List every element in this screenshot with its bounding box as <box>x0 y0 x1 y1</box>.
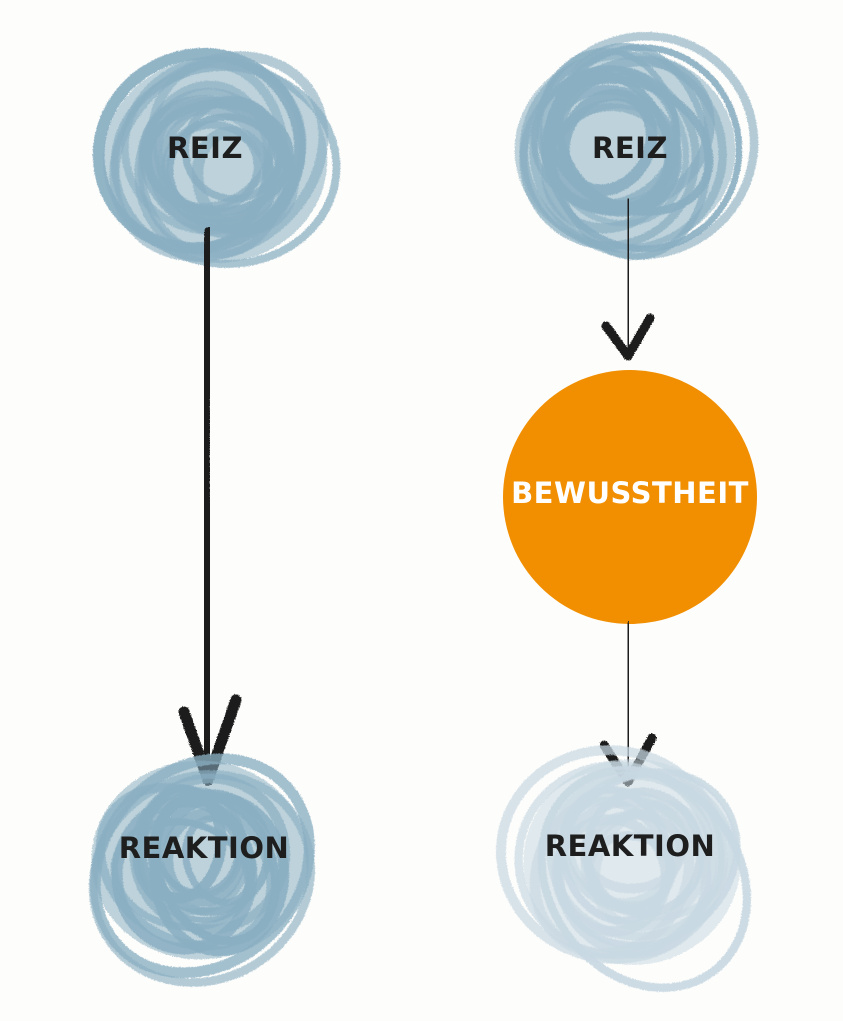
scribble-loop <box>546 84 682 217</box>
right-stimulus-scribble <box>514 31 759 261</box>
left-stimulus-node: REIZ <box>92 47 341 268</box>
scribble-loop <box>557 88 658 197</box>
left-stimulus-label: REIZ <box>167 131 243 165</box>
right-upper-arrow <box>601 198 655 361</box>
scribble-loop <box>519 66 700 250</box>
awareness-node: BEWUSSTHEIT <box>503 370 757 624</box>
scribble-loop <box>537 765 752 992</box>
scribble-loop <box>165 113 282 223</box>
left-arrow-shaft <box>199 227 214 783</box>
awareness-circle <box>503 370 757 624</box>
left-reaction-node: REAKTION <box>88 753 316 987</box>
scribble-loop <box>143 99 295 217</box>
scribble-loop <box>536 47 680 215</box>
scribble-loop <box>553 768 741 949</box>
right-reaction-scribble <box>496 745 752 992</box>
scribble-loop <box>161 808 247 907</box>
awareness-label: BEWUSSTHEIT <box>511 476 749 510</box>
scribble-loop <box>121 55 307 235</box>
right-reaction-label: REAKTION <box>545 829 716 863</box>
right-stimulus-node: REIZ <box>514 31 759 261</box>
scribble-loop <box>579 810 686 894</box>
left-reaction-scribble <box>88 753 316 987</box>
scribble-loop <box>546 771 725 941</box>
scribble-loop <box>136 798 251 916</box>
right-upper-arrow-shaft <box>623 198 634 357</box>
scribble-loop <box>110 63 341 268</box>
right-stimulus-label: REIZ <box>592 131 668 165</box>
right-reaction-node: REAKTION <box>496 745 752 992</box>
left-stimulus-scribble <box>92 47 341 268</box>
scribble-loop <box>95 782 276 951</box>
right-upper-arrowhead <box>601 313 655 361</box>
left-direct-arrow <box>178 227 242 786</box>
left-reaction-label: REAKTION <box>119 831 290 865</box>
